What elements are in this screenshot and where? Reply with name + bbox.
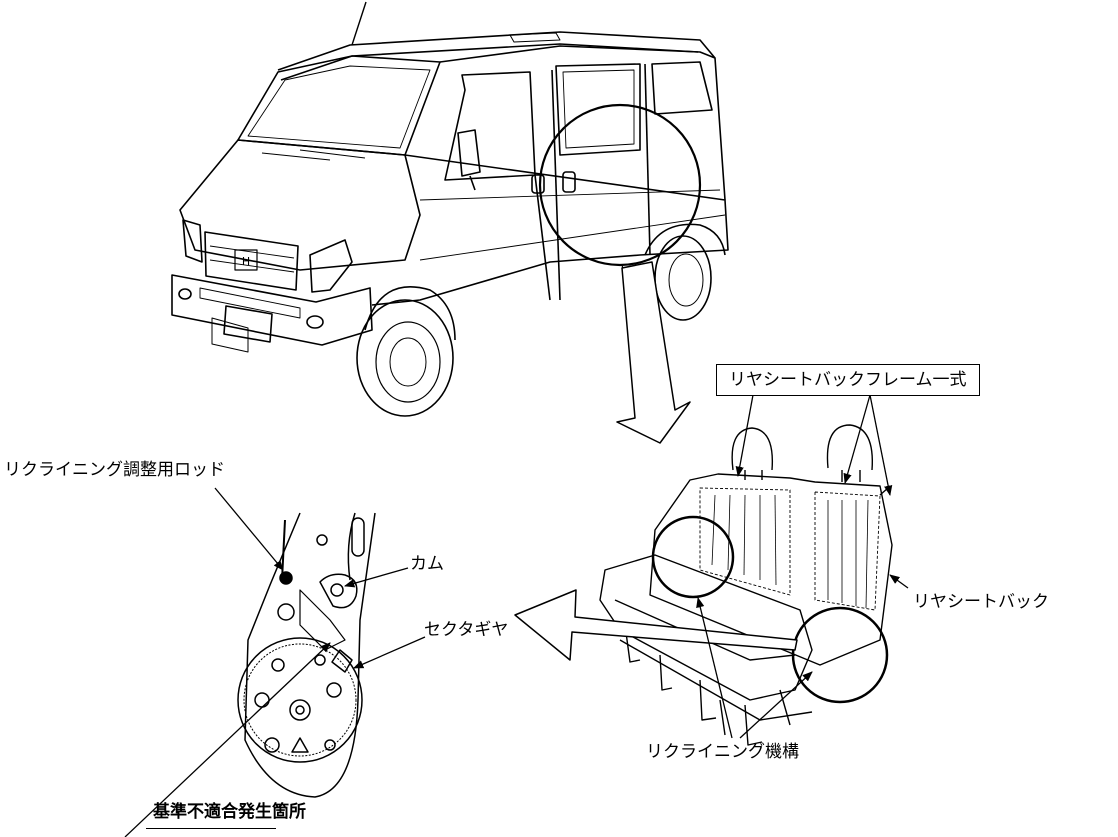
van-callout-circle bbox=[538, 103, 702, 267]
leader-lines bbox=[124, 394, 909, 837]
label-reclining-rod: リクライニング調整用ロッド bbox=[4, 460, 225, 480]
label-cam: カム bbox=[410, 554, 444, 574]
van-to-seat-arrow bbox=[616, 261, 691, 444]
van-illustration: H bbox=[171, 1, 729, 417]
label-sector-gear: セクタギヤ bbox=[424, 620, 509, 640]
nonconformity-underline bbox=[146, 828, 276, 829]
seat-callout-circle-left bbox=[651, 515, 735, 599]
label-nonconformity-location: 基準不適合発生箇所 bbox=[153, 802, 306, 822]
recliner-detail-illustration bbox=[237, 512, 376, 798]
label-rear-seat-back-frame-assy: リヤシートバックフレーム一式 bbox=[716, 364, 980, 396]
seat-to-detail-arrow bbox=[514, 589, 798, 661]
label-reclining-mechanism: リクライニング機構 bbox=[646, 742, 799, 762]
svg-text:H: H bbox=[242, 255, 250, 268]
label-rear-seat-back: リヤシートバック bbox=[913, 592, 1049, 612]
seat-callout-circle-right bbox=[791, 606, 889, 704]
